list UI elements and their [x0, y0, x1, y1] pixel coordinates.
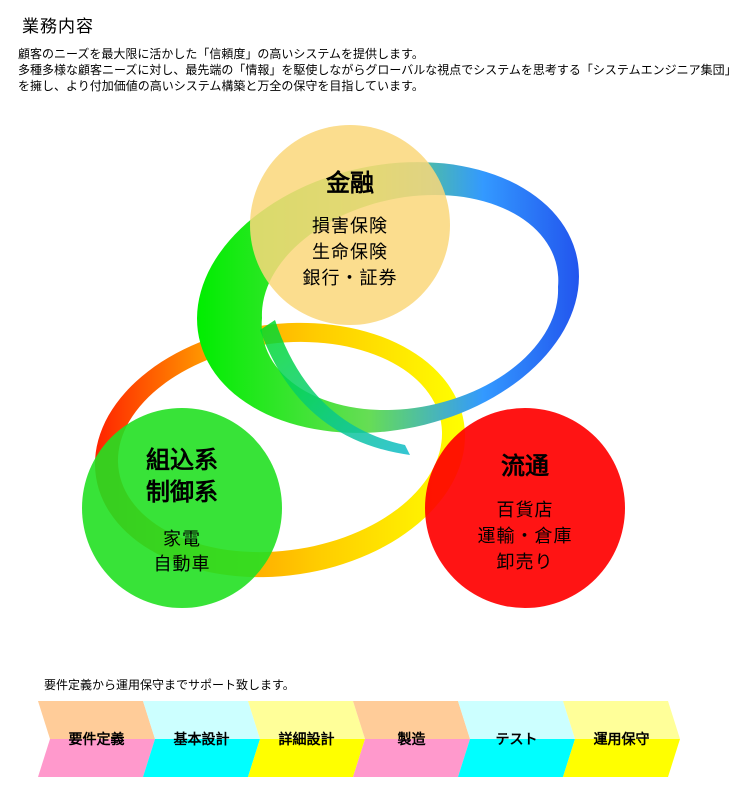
process-step-label: 運用保守: [594, 731, 650, 748]
process-step-label: 要件定義: [69, 731, 125, 748]
process-step-lower: [248, 739, 365, 777]
embedded-item-2: 自動車: [154, 554, 211, 575]
embedded-title-line-2: 制御系: [146, 478, 218, 506]
process-step: 基本設計: [143, 701, 260, 777]
process-step: テスト: [458, 701, 575, 777]
process-step: 要件定義: [38, 701, 155, 777]
finance-item-3: 銀行・証券: [303, 268, 398, 289]
intro-text: 顧客のニーズを最大限に活かした「信頼度」の高いシステムを提供します。 多種多様な…: [18, 46, 733, 94]
process-step-upper: [248, 701, 365, 739]
process-step: 詳細設計: [248, 701, 365, 777]
process-step-label: 基本設計: [174, 731, 230, 748]
embedded-title-line-1: 組込系: [146, 446, 218, 474]
process-step-upper: [563, 701, 680, 739]
distribution-title: 流通: [501, 452, 549, 480]
process-step-label: 詳細設計: [279, 731, 335, 748]
distribution-item-1: 百貨店: [497, 500, 554, 521]
process-step-label: 製造: [397, 731, 426, 748]
process-step-lower: [353, 739, 470, 777]
finance-title: 金融: [325, 169, 374, 197]
process-step-upper: [143, 701, 260, 739]
support-caption: 要件定義から運用保守までサポート致します。: [44, 678, 295, 692]
distribution-item-3: 卸売り: [497, 552, 554, 573]
process-step-upper: [353, 701, 470, 739]
process-step-lower: [458, 739, 575, 777]
ring-inner-arc: [260, 320, 410, 455]
finance-circle: [250, 125, 450, 325]
process-step-lower: [143, 739, 260, 777]
finance-item-1: 損害保険: [312, 216, 388, 237]
distribution-circle: [425, 408, 625, 608]
process-step-lower: [38, 739, 155, 777]
process-step-lower: [563, 739, 680, 777]
process-step-label: テスト: [496, 732, 538, 748]
finance-item-2: 生命保険: [312, 242, 388, 263]
business-domain-diagram: 金融 損害保険 生命保険 銀行・証券 流通 百貨店 運輸・倉庫 卸売り 組込系 …: [82, 125, 625, 608]
embedded-item-1: 家電: [163, 529, 201, 550]
process-step: 運用保守: [563, 701, 680, 777]
process-step: 製造: [353, 701, 470, 777]
process-step-upper: [38, 701, 155, 739]
page-title: 業務内容: [22, 17, 94, 37]
distribution-item-2: 運輸・倉庫: [478, 526, 573, 547]
intro-line-1: 顧客のニーズを最大限に活かした「信頼度」の高いシステムを提供します。: [18, 47, 424, 61]
intro-line-2: 多種多様な顧客ニーズに対し、最先端の「情報」を駆使しながらグローバルな視点でシス…: [18, 63, 731, 93]
process-step-upper: [458, 701, 575, 739]
embedded-circle: [82, 408, 282, 608]
